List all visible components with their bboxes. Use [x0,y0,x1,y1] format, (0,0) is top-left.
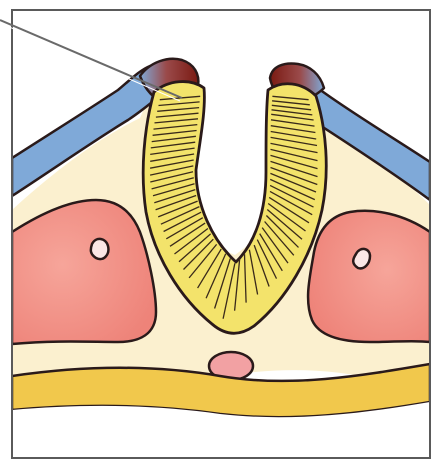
somite-right [308,211,430,342]
somite-left [12,200,156,344]
somite-cavity-left [91,239,109,259]
